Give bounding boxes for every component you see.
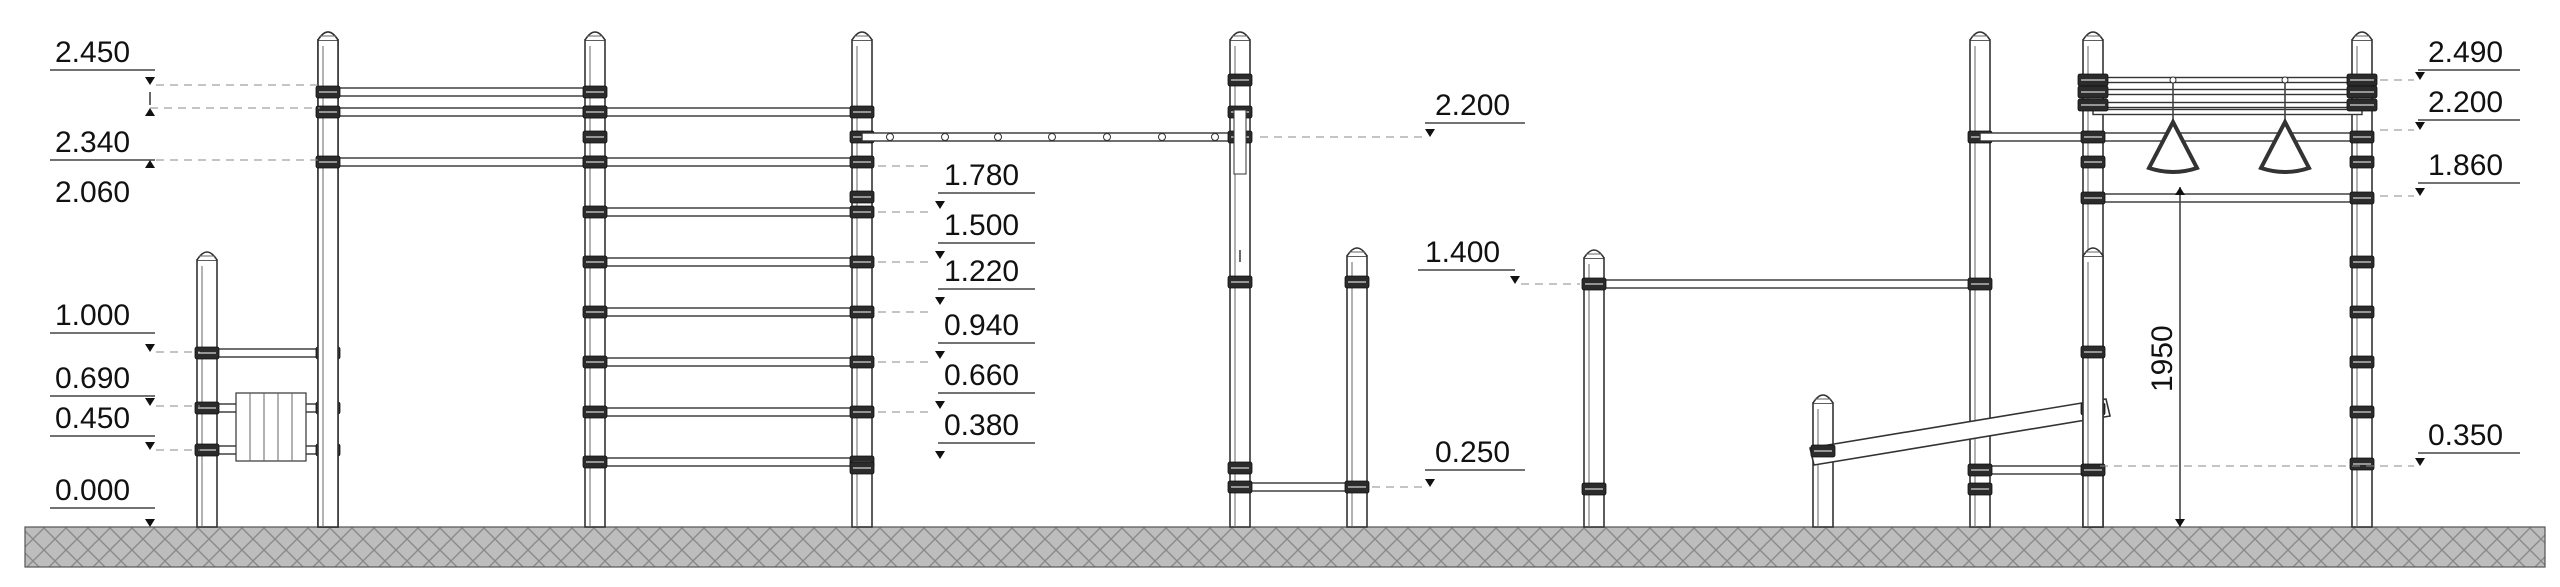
ground	[24, 526, 2546, 568]
arrow-head	[2175, 519, 2185, 527]
level-label-ladder: 1.220	[944, 255, 1019, 288]
arrow-head	[145, 160, 155, 168]
bar	[2092, 193, 2363, 203]
bar	[594, 107, 863, 117]
bar	[594, 357, 863, 367]
bar	[2092, 108, 2363, 116]
arrow-head	[935, 451, 945, 459]
arrow-head	[2415, 122, 2425, 130]
bar	[2092, 76, 2363, 84]
dimension-labels: 1950 2.450 2.340 2.060 1.000 0.690 0.450 0.000 1…	[50, 36, 2520, 527]
arrow-head	[935, 201, 945, 209]
bar	[1239, 482, 1358, 492]
level-label: 2.200	[2428, 86, 2503, 119]
bar	[206, 348, 329, 358]
bar	[594, 257, 863, 267]
arrow-head	[145, 442, 155, 450]
arrow-head	[1510, 276, 1520, 284]
arrow-head	[145, 77, 155, 85]
rung-dot	[1211, 133, 1219, 141]
arrow-head	[2175, 187, 2185, 195]
bar	[327, 87, 596, 97]
arrow-head	[145, 108, 155, 116]
arrow-head	[145, 519, 155, 527]
ring-hook	[2281, 76, 2289, 84]
rung-dot	[886, 133, 894, 141]
arrow-head	[145, 344, 155, 352]
gym-ring	[2258, 117, 2312, 174]
level-label: 0.250	[1435, 436, 1510, 469]
level-label: 2.200	[1435, 89, 1510, 122]
arrow-head	[2415, 188, 2425, 196]
level-label-ladder: 1.780	[944, 159, 1019, 192]
gym-ring	[2146, 117, 2200, 174]
bar	[594, 157, 863, 167]
bar	[327, 157, 596, 167]
arrow-head	[935, 351, 945, 359]
hanger	[1233, 109, 1247, 175]
bar	[594, 307, 863, 317]
rung-dot	[1103, 133, 1111, 141]
bar	[594, 457, 863, 467]
arrow-head	[2415, 458, 2425, 466]
level-label: 1.860	[2428, 149, 2503, 182]
rung-dot	[941, 133, 949, 141]
arrow-head	[2415, 72, 2425, 80]
rung-dot	[1158, 133, 1166, 141]
arrow-head	[935, 251, 945, 259]
level-label-ladder: 0.940	[944, 309, 1019, 342]
arrow-head	[935, 401, 945, 409]
rung-dot	[1048, 133, 1056, 141]
arrow-head	[145, 398, 155, 406]
level-label: 0.450	[55, 402, 130, 435]
level-label: 2.490	[2428, 36, 2503, 69]
post	[196, 259, 218, 528]
level-label: 2.340	[55, 126, 130, 159]
ring-hook	[2169, 76, 2177, 84]
level-label: 1.400	[1425, 236, 1500, 269]
post	[2082, 255, 2104, 528]
level-label: 0.690	[55, 362, 130, 395]
dimension-1950: 1950	[2146, 325, 2179, 392]
bar	[594, 207, 863, 217]
bar	[327, 107, 596, 117]
bar	[2092, 101, 2363, 109]
level-label-ladder: 1.500	[944, 209, 1019, 242]
level-label: 2.450	[55, 36, 130, 69]
level-label: 0.350	[2428, 419, 2503, 452]
level-label: 0.000	[55, 474, 130, 507]
arrow-head	[1425, 129, 1435, 137]
structure	[194, 31, 2378, 528]
arrow-head	[1425, 479, 1435, 487]
bar	[1979, 465, 2094, 475]
incline-board	[1809, 398, 2111, 466]
bar	[1593, 279, 1981, 289]
level-label: 1.000	[55, 299, 130, 332]
bar	[2092, 88, 2363, 96]
arrow-head	[935, 297, 945, 305]
level-label-ladder: 0.660	[944, 359, 1019, 392]
rung-dot	[994, 133, 1002, 141]
level-label: 2.060	[55, 176, 130, 209]
panel	[235, 392, 307, 462]
bar	[594, 407, 863, 417]
level-label-ladder: 0.380	[944, 409, 1019, 442]
